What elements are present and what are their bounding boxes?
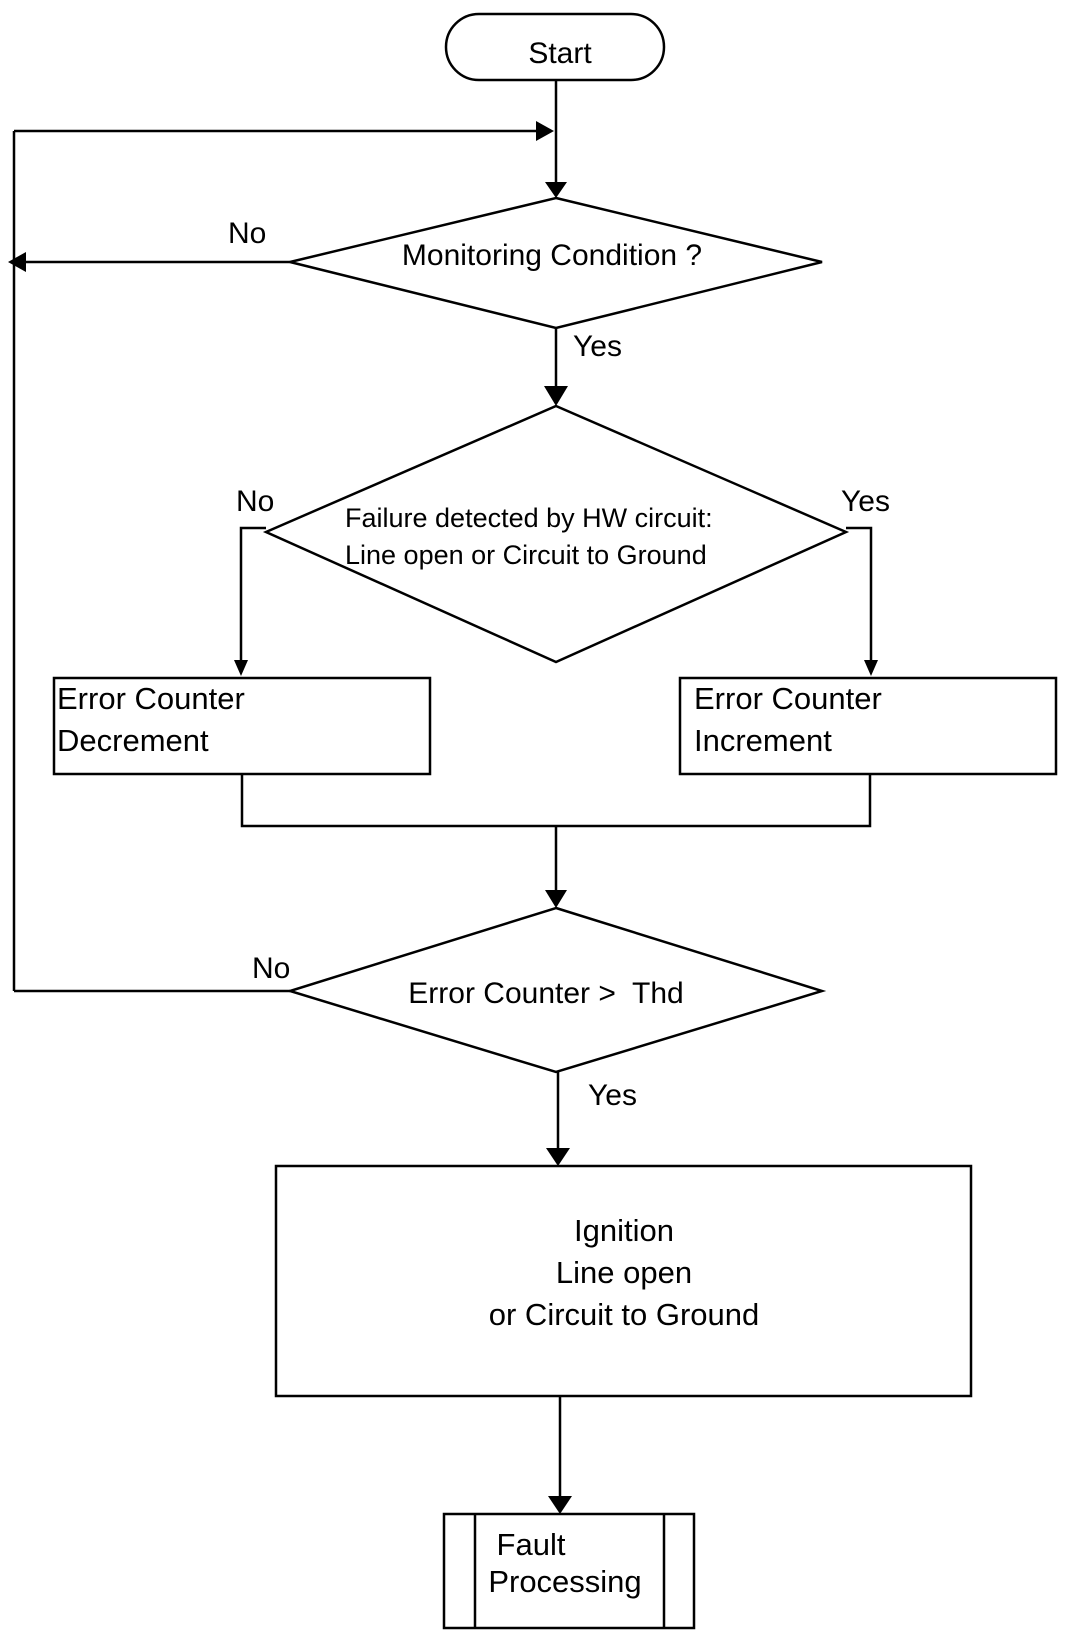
ignition-label-line1: Ignition — [574, 1213, 674, 1248]
arrowhead-decrement — [234, 660, 248, 676]
start-label: Start — [528, 37, 592, 70]
ignition-result-box — [274, 1164, 973, 1398]
error-counter-threshold-decision — [285, 906, 827, 1074]
decrement-label-line1: Error Counter — [57, 681, 245, 716]
arrowhead-threshold — [545, 890, 567, 908]
threshold-label: Error Counter > Thd — [408, 977, 683, 1010]
arrowhead-ignition — [546, 1148, 570, 1166]
connector-merge — [240, 774, 872, 828]
ignition-label-line3: or Circuit to Ground — [489, 1297, 760, 1332]
failure-no-label: No — [236, 485, 274, 518]
arrowhead-failure — [544, 386, 568, 406]
arrowhead-increment — [864, 660, 878, 676]
increment-label-line2: Increment — [694, 723, 832, 758]
monitoring-no-label: No — [228, 217, 266, 250]
start-terminator — [444, 12, 666, 82]
failure-detected-label-line1: Failure detected by HW circuit: — [345, 503, 713, 533]
failure-detected-label-line2: Line open or Circuit to Ground — [345, 540, 707, 570]
decrement-label-line2: Decrement — [57, 723, 209, 758]
failure-yes-label: Yes — [841, 485, 890, 518]
arrowhead-monitoring-no — [8, 252, 26, 272]
fault-label-line2: Processing — [488, 1564, 641, 1599]
error-counter-increment-box — [678, 676, 1058, 776]
monitoring-yes-label: Yes — [573, 330, 622, 363]
failure-detected-decision — [262, 404, 850, 664]
error-counter-decrement-box — [52, 676, 432, 776]
ignition-label-line2: Line open — [556, 1255, 692, 1290]
connector-failure-no — [239, 526, 266, 664]
fault-label-line1: Fault — [497, 1527, 566, 1562]
threshold-yes-label: Yes — [588, 1079, 637, 1112]
arrowhead-loop-top — [536, 121, 554, 141]
connector-failure-yes — [846, 526, 873, 664]
monitoring-condition-decision — [289, 196, 823, 330]
arrowhead-monitoring — [545, 182, 567, 198]
monitoring-condition-label: Monitoring Condition ? — [402, 239, 702, 272]
increment-label-line1: Error Counter — [694, 681, 882, 716]
fault-processing-subroutine — [442, 1512, 696, 1630]
arrowhead-fault — [548, 1496, 572, 1514]
threshold-no-label: No — [252, 952, 290, 985]
